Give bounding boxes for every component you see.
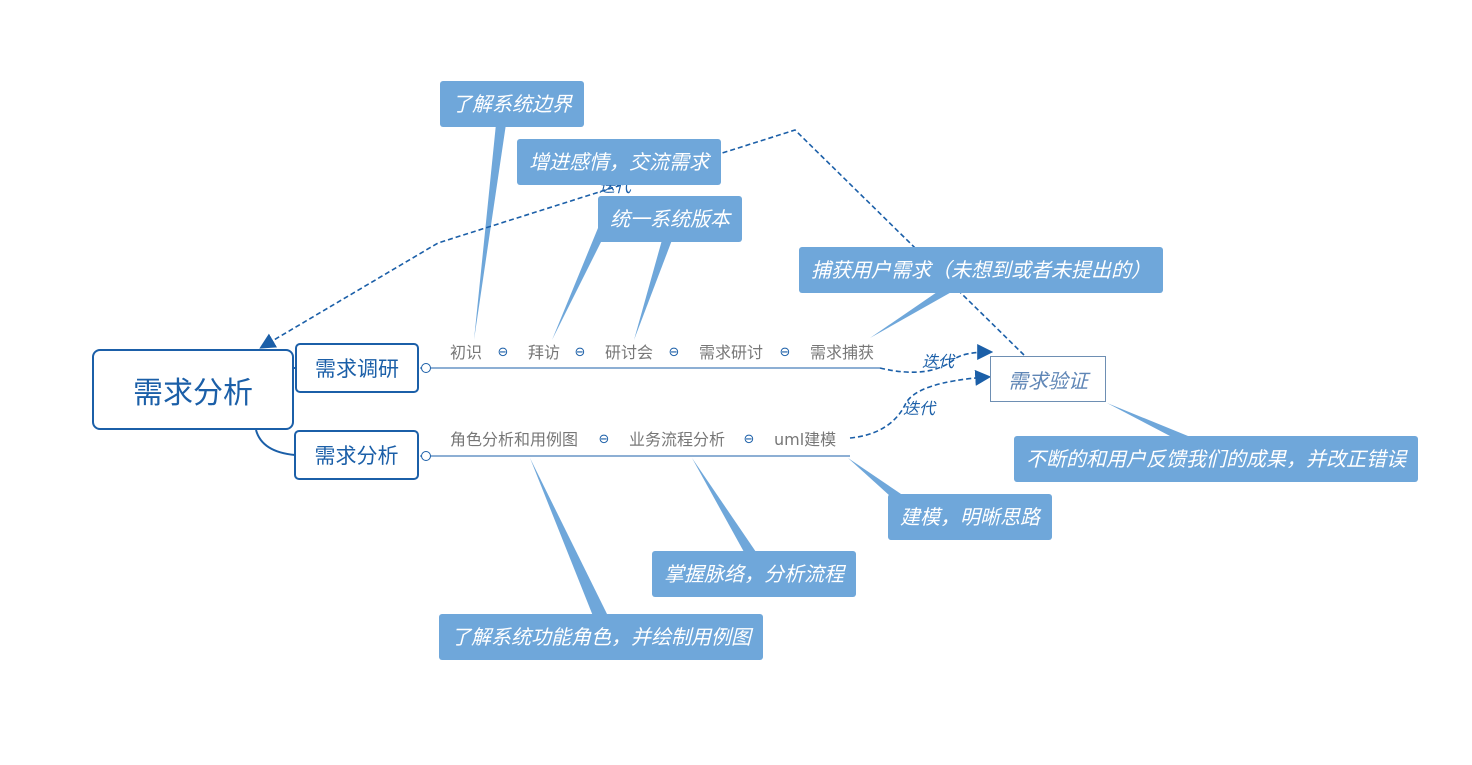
verify-node[interactable]: 需求验证: [990, 356, 1106, 402]
branch-1-handle[interactable]: [421, 363, 431, 373]
branch-analysis-label: 需求分析: [314, 444, 399, 468]
collapse-icon[interactable]: ⊖: [598, 432, 610, 447]
collapse-icon[interactable]: ⊖: [743, 432, 755, 447]
root-node[interactable]: 需求分析: [92, 349, 294, 430]
iterate-path-middle: [879, 344, 994, 373]
leaf-requirements-capture[interactable]: 需求捕获: [810, 343, 875, 362]
callout-pointer-feelings: [552, 228, 608, 340]
callout-roles[interactable]: 了解系统功能角色，并绘制用例图: [439, 614, 763, 660]
branch-2-handle[interactable]: [421, 451, 431, 461]
collapse-icon[interactable]: ⊖: [779, 345, 791, 360]
callout-version[interactable]: 统一系统版本: [598, 196, 742, 242]
leaf-business-process[interactable]: 业务流程分析: [629, 430, 726, 449]
leaf-seminar[interactable]: 研讨会: [605, 343, 654, 362]
callout-pointer-version: [634, 240, 672, 340]
leaf-first-meet[interactable]: 初识: [450, 343, 483, 362]
verify-label: 需求验证: [1008, 368, 1088, 393]
iterate-label-middle[interactable]: 迭代: [922, 352, 955, 371]
leaf-requirements-discussion[interactable]: 需求研讨: [699, 343, 764, 362]
callout-capture[interactable]: 捕获用户需求（未想到或者未提出的）: [799, 247, 1163, 293]
callout-pointer-capture: [870, 290, 955, 338]
callout-pointer-process: [692, 458, 756, 552]
callout-modeling[interactable]: 建模，明晰思路: [888, 494, 1052, 540]
iterate-path-bottom: [849, 369, 992, 439]
branch-analysis[interactable]: 需求分析: [294, 430, 419, 480]
callout-feelings[interactable]: 增进感情，交流需求: [517, 139, 721, 185]
callout-boundary[interactable]: 了解系统边界: [440, 81, 584, 127]
branch-research[interactable]: 需求调研: [295, 343, 419, 393]
leaf-visit[interactable]: 拜访: [528, 343, 561, 362]
callout-process[interactable]: 掌握脉络，分析流程: [652, 551, 856, 597]
collapse-icon[interactable]: ⊖: [497, 345, 509, 360]
callout-pointer-boundary: [474, 124, 506, 340]
callout-pointer-feedback: [1107, 403, 1188, 436]
root-label: 需求分析: [133, 375, 253, 411]
branch-research-label: 需求调研: [315, 357, 399, 381]
leaf-uml-modeling[interactable]: uml建模: [774, 430, 837, 449]
callout-pointer-roles: [530, 458, 608, 616]
callout-pointer-modeling: [848, 458, 904, 496]
iterate-label-bottom[interactable]: 迭代: [903, 399, 936, 418]
collapse-icon[interactable]: ⊖: [574, 345, 586, 360]
leaf-role-analysis[interactable]: 角色分析和用例图: [450, 430, 579, 449]
root-connector-2: [255, 429, 296, 456]
callout-feedback[interactable]: 不断的和用户反馈我们的成果，并改正错误: [1014, 436, 1418, 482]
collapse-icon[interactable]: ⊖: [668, 345, 680, 360]
iterate-path-top: [259, 129, 1025, 356]
